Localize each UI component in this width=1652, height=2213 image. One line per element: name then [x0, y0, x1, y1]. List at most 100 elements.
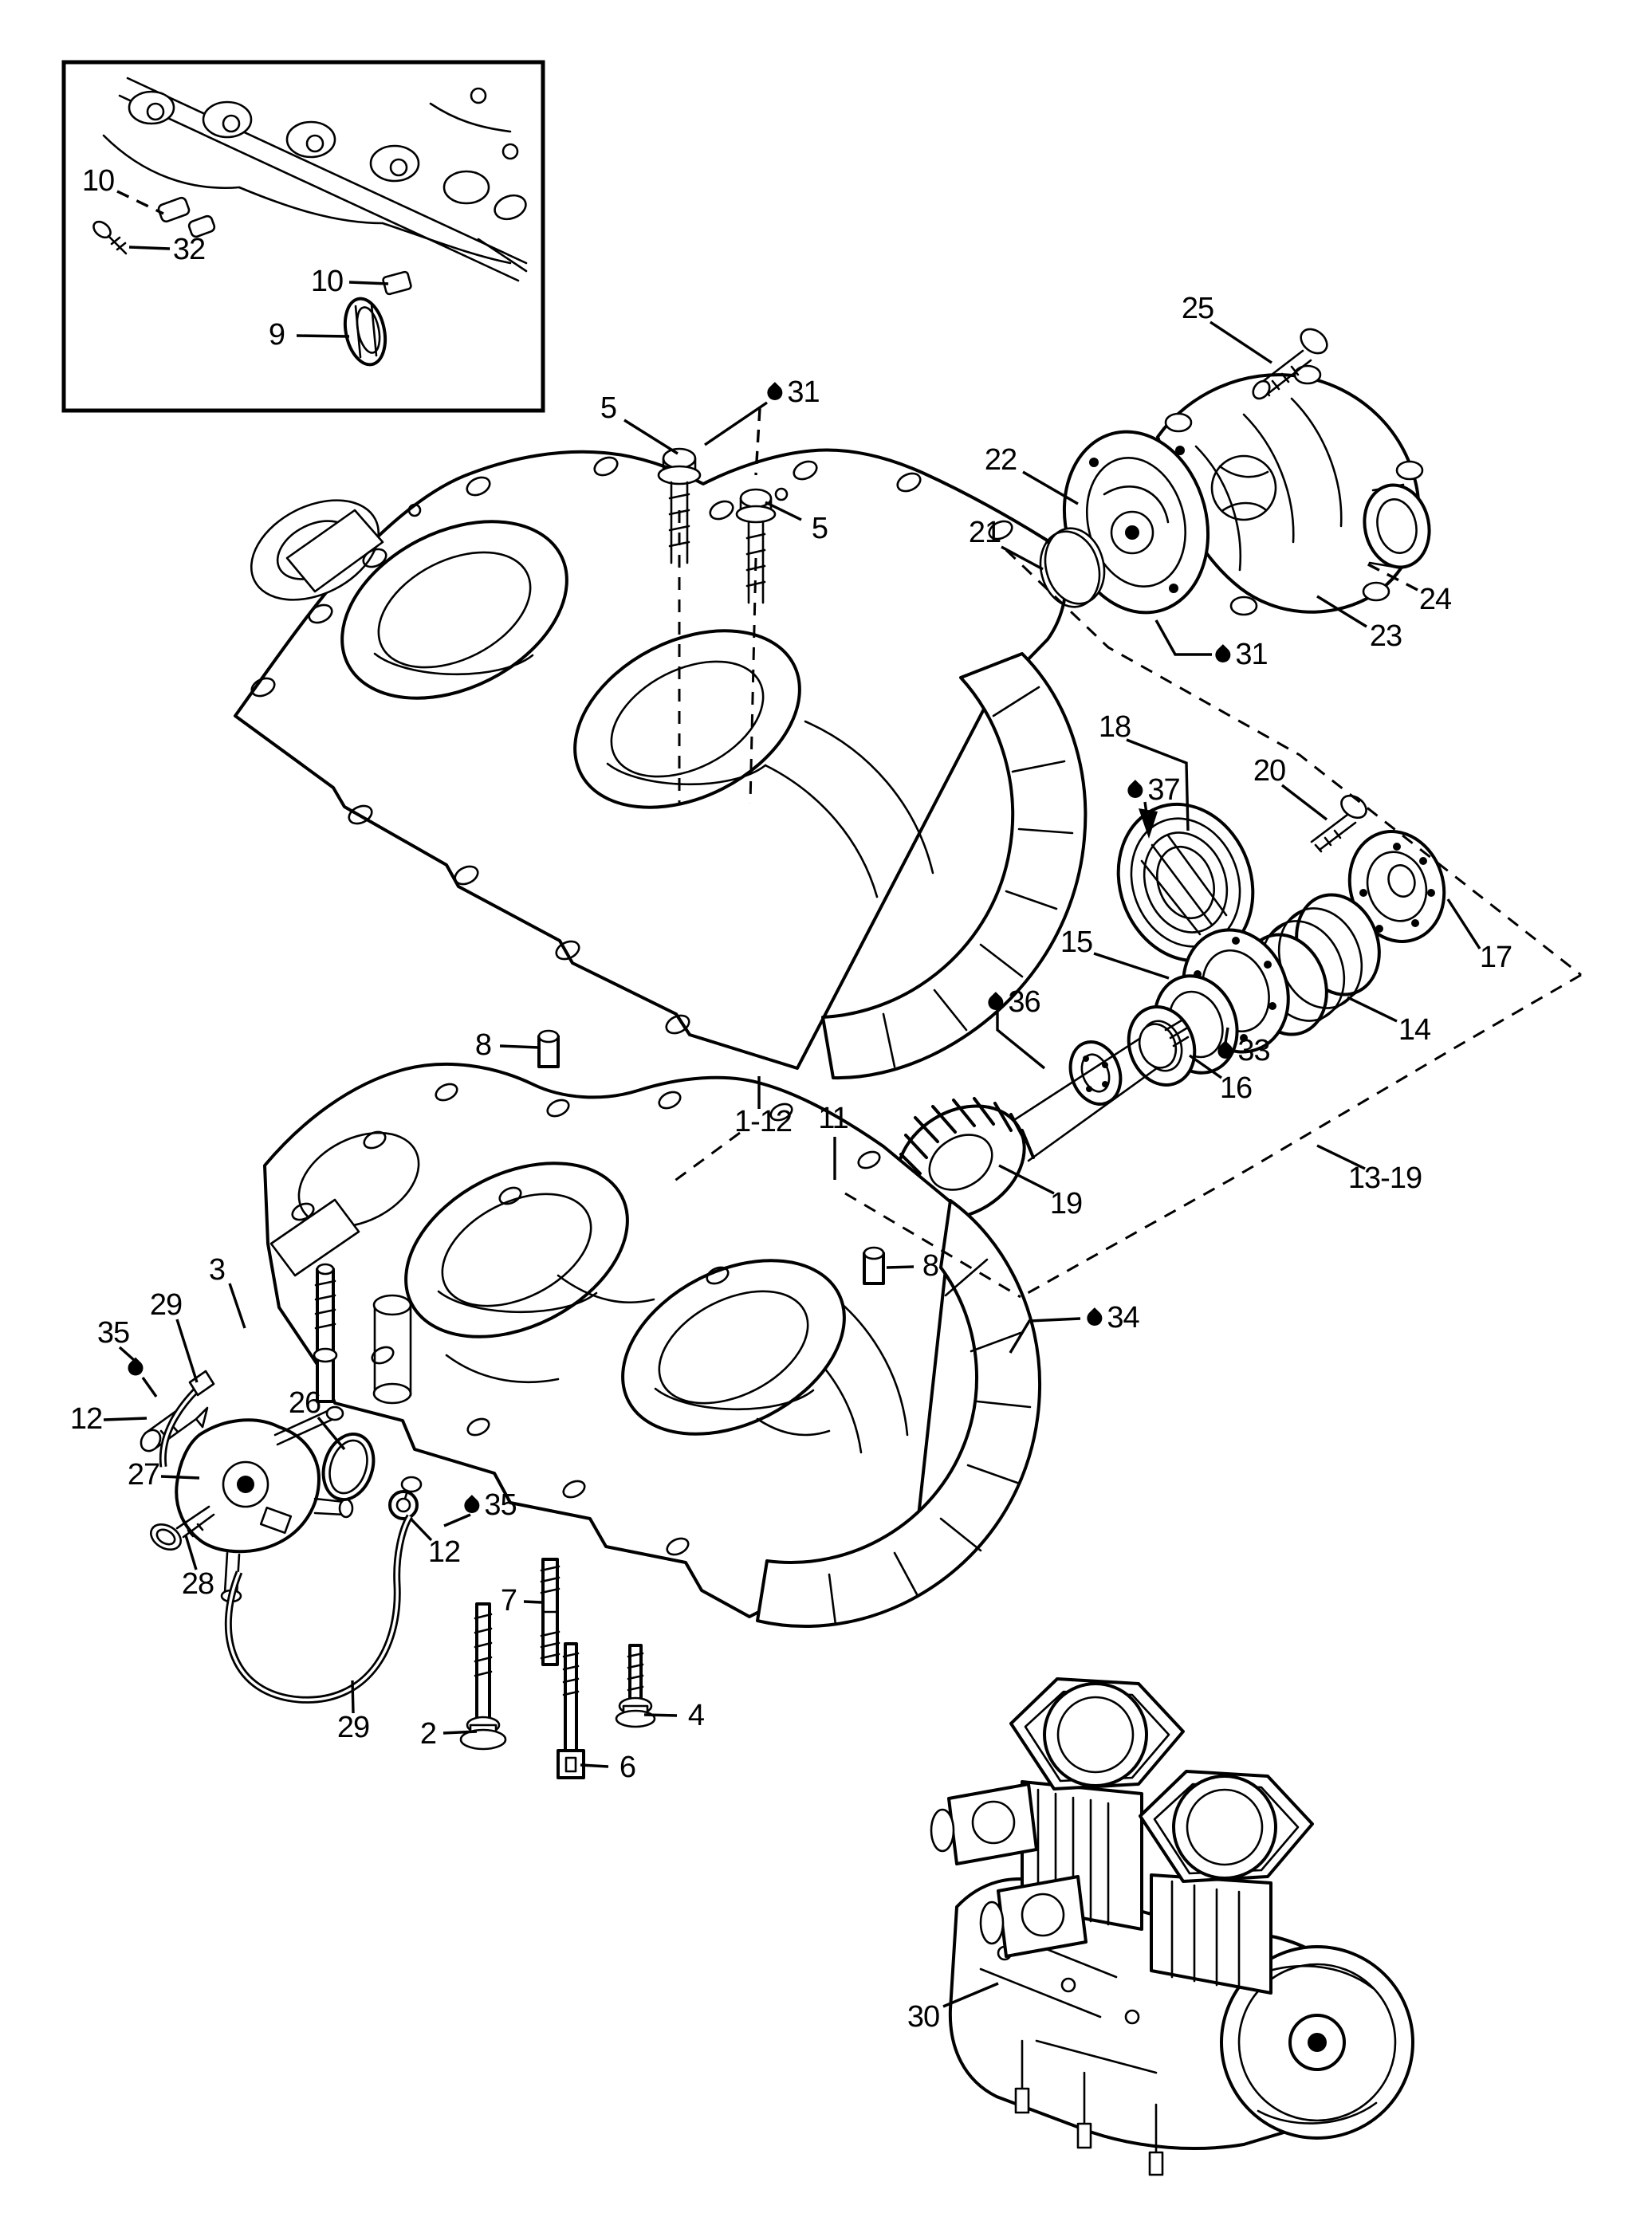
- assembled-engine-drawing: [930, 1677, 1414, 2176]
- leader-line-20: [1280, 784, 1328, 821]
- leader-line-16: [1189, 1054, 1222, 1079]
- oil-drop-icon: [764, 381, 786, 403]
- leader-line-36: [996, 1012, 1046, 1070]
- leader-line-31-a: [754, 407, 761, 476]
- part-callout-8-a: 8: [475, 1030, 492, 1060]
- part-number: 8: [922, 1249, 939, 1283]
- upper-crankcase-half-drawing: [234, 447, 1088, 1080]
- leader-line-3: [228, 1283, 246, 1329]
- leader-line-29-a: [175, 1319, 199, 1383]
- leader-line-35-a: [141, 1377, 158, 1397]
- lower-case-bolt-holes: [291, 1083, 881, 1556]
- leader-line-27: [160, 1475, 200, 1480]
- part-number: 20: [1253, 754, 1286, 788]
- leader-line-31-b: [1154, 619, 1212, 656]
- part-callout-13-19: 13-19: [1348, 1163, 1422, 1193]
- leader-line-5-a: [623, 419, 678, 455]
- part-callout-14: 14: [1398, 1015, 1431, 1045]
- leader-line-25: [1210, 320, 1272, 364]
- part-number: 33: [1237, 1034, 1270, 1067]
- construction-line-1: [1020, 973, 1582, 1299]
- leader-line-23: [1316, 595, 1367, 628]
- part-callout-10-inset-a: 10: [81, 164, 115, 198]
- dowel-8b-drawing: [863, 1246, 885, 1285]
- cylinder-head-1: [1009, 1677, 1185, 1790]
- part-callout-10-inset-b: 10: [310, 265, 344, 298]
- part-callout-21: 21: [969, 517, 1001, 548]
- part-number: 26: [288, 1386, 321, 1420]
- leader-line-4: [643, 1713, 678, 1717]
- leader-line-35-b: [443, 1513, 471, 1527]
- leader-line-13-19: [1316, 1144, 1366, 1170]
- part-callout-31-b: 31: [1212, 639, 1268, 670]
- part-number: 12: [69, 1402, 103, 1436]
- leader-line-26: [317, 1416, 346, 1451]
- leader-line-6: [580, 1763, 609, 1768]
- oil-drop-icon: [1084, 1307, 1106, 1329]
- part-number: 4: [687, 1699, 705, 1732]
- part-number: 6: [619, 1751, 636, 1784]
- oil-drop-icon: [124, 1357, 147, 1379]
- part-number: 32: [172, 233, 206, 266]
- part-callout-17: 17: [1480, 942, 1512, 973]
- part-callout-5-b: 5: [812, 513, 828, 544]
- part-number: 9: [268, 318, 285, 352]
- leader-line-32: [128, 246, 171, 250]
- bolt-25-drawing: [1252, 328, 1328, 400]
- leader-line-10-inset-a: [116, 190, 164, 215]
- part-callout-4: 4: [687, 1699, 705, 1732]
- part-callout-7: 7: [501, 1586, 517, 1616]
- part-callout-34: 34: [1084, 1303, 1140, 1333]
- part-number: 24: [1418, 583, 1452, 616]
- part-number: 13-19: [1347, 1162, 1422, 1195]
- part-callout-33: 33: [1214, 1034, 1271, 1067]
- part-number: 10: [81, 164, 115, 198]
- upper-case-bolt-holes: [250, 456, 1013, 1035]
- leader-line-15: [1093, 952, 1170, 980]
- oil-drop-icon: [1214, 1040, 1237, 1062]
- part-number: 30: [907, 2000, 940, 2034]
- part-number: 5: [811, 512, 828, 545]
- leader-line-18: [1126, 738, 1190, 831]
- bolt-28-drawing: [150, 1505, 215, 1551]
- part-callout-18: 18: [1099, 712, 1131, 742]
- part-callout-28: 28: [182, 1569, 214, 1599]
- oil-drop-icon: [985, 991, 1007, 1013]
- leader-line-28: [184, 1535, 198, 1570]
- part-callout-26: 26: [289, 1388, 321, 1418]
- part-number: 3: [208, 1253, 226, 1287]
- part-callout-25: 25: [1182, 293, 1214, 324]
- part-callout-9: 9: [269, 320, 285, 350]
- part-number: 7: [500, 1584, 517, 1617]
- part-number: 37: [1147, 773, 1180, 807]
- construction-line-2: [844, 1192, 1021, 1299]
- cylinder-head-2: [1139, 1770, 1314, 1883]
- part-number: 18: [1098, 710, 1131, 744]
- part-callout-37: 37: [1124, 773, 1181, 807]
- dowel-8a-drawing: [537, 1029, 560, 1068]
- oil-drop-icon: [461, 1494, 483, 1516]
- construction-line-5: [749, 557, 757, 804]
- part-number: 35: [96, 1316, 130, 1350]
- check-valve-12a-drawing: [140, 1403, 209, 1452]
- inset-detail-box: [61, 60, 545, 413]
- part-number: 21: [968, 516, 1001, 549]
- part-number: 11: [818, 1102, 848, 1135]
- part-number: 31: [787, 375, 820, 409]
- part-callout-12-a: 12: [69, 1402, 103, 1436]
- leader-line-5-b: [765, 501, 802, 521]
- part-number: 22: [984, 443, 1017, 477]
- leader-line-24: [1364, 561, 1418, 592]
- part-number: 1-12: [734, 1105, 793, 1138]
- part-callout-32: 32: [172, 233, 206, 266]
- part-callout-35-a-drop: [124, 1357, 148, 1379]
- part-callout-23: 23: [1370, 621, 1402, 651]
- part-callout-35-b: 35: [461, 1490, 517, 1520]
- part-callout-3: 3: [208, 1253, 226, 1287]
- part-callout-29-a: 29: [150, 1290, 183, 1320]
- leader-line-8-b: [886, 1265, 914, 1269]
- leader-line-37: [1143, 801, 1150, 831]
- part-number: 10: [310, 265, 344, 298]
